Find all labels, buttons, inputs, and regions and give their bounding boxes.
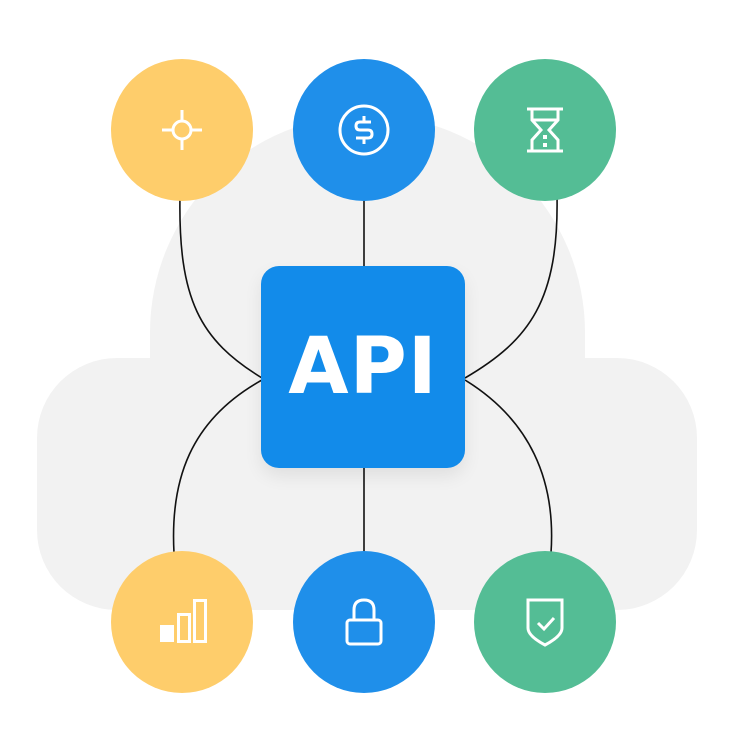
api-box: API xyxy=(261,266,465,468)
node-time xyxy=(474,59,616,201)
connector-bottom-right xyxy=(464,379,553,554)
connector-top-right xyxy=(464,194,558,379)
shield-check-icon xyxy=(526,598,564,647)
node-payment xyxy=(293,59,435,201)
api-label: API xyxy=(288,322,438,412)
connector-bottom-left xyxy=(172,379,263,554)
node-target xyxy=(111,59,253,201)
node-protection xyxy=(474,551,616,693)
crosshair-icon xyxy=(162,110,202,150)
hourglass-icon xyxy=(527,107,563,153)
padlock-icon xyxy=(345,598,383,646)
node-security xyxy=(293,551,435,693)
dollar-coin-icon xyxy=(338,104,390,156)
connector-top-left xyxy=(179,194,263,379)
bar-chart-icon xyxy=(160,599,207,643)
node-analytics xyxy=(111,551,253,693)
